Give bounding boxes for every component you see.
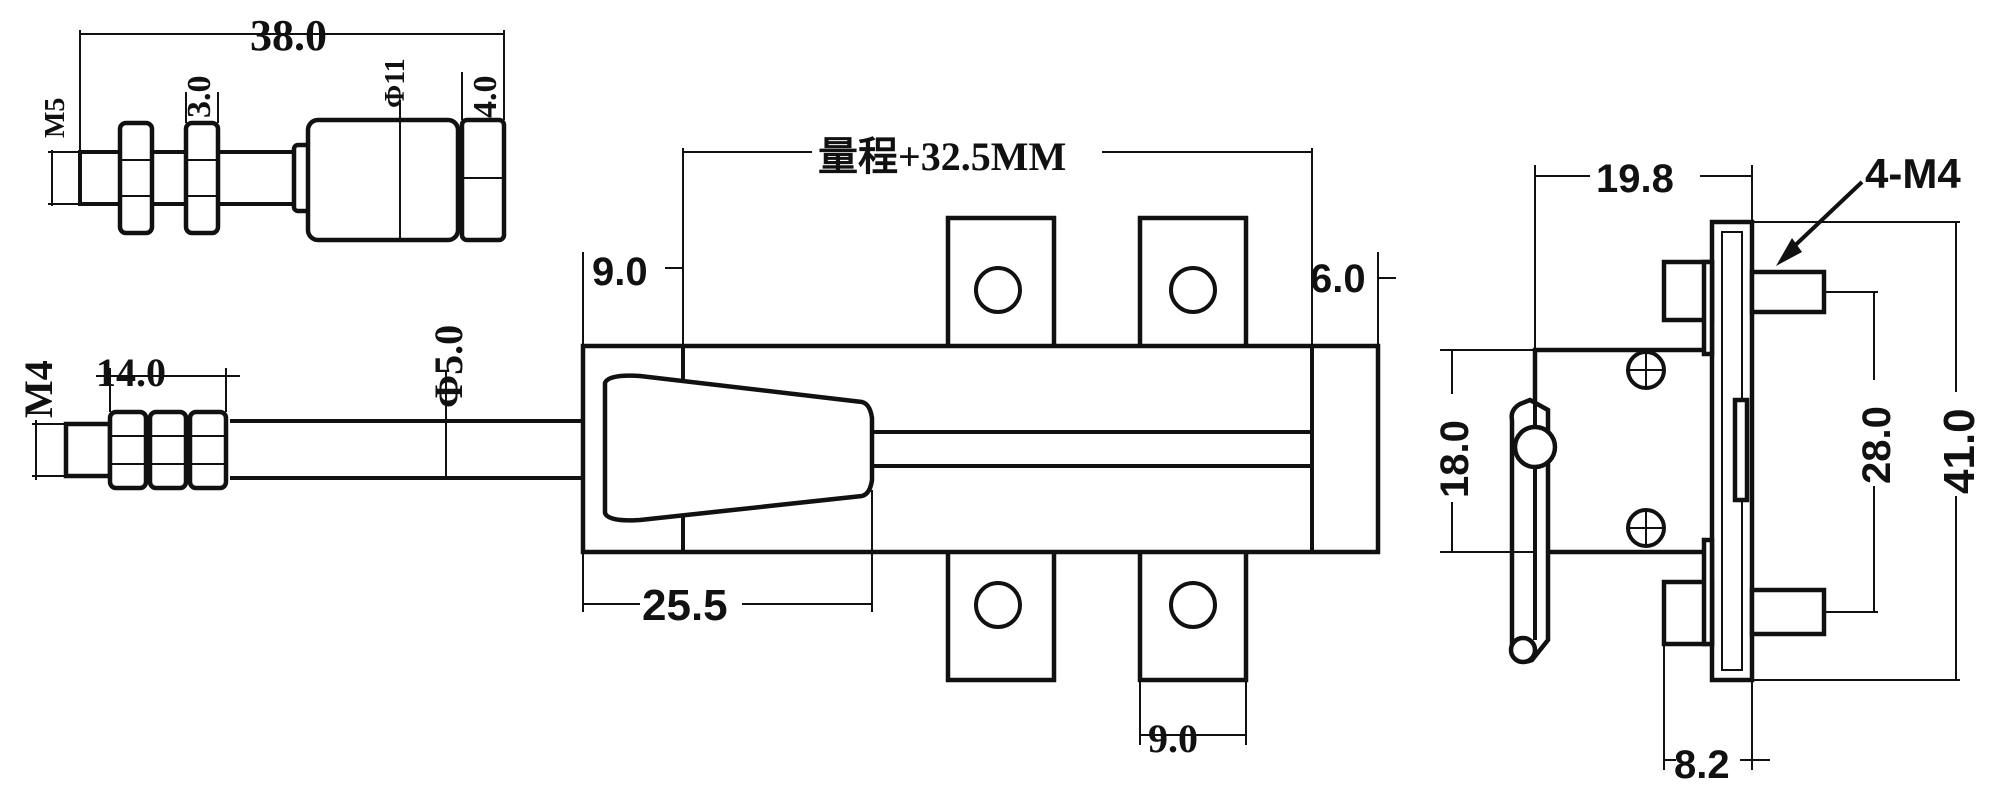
dim-phi5-label: Φ5.0 — [426, 325, 471, 408]
arrow-head — [1776, 238, 1802, 266]
dim-4-m4-label: 4-M4 — [1865, 150, 1961, 197]
dim-41-label: 41.0 — [1935, 408, 1984, 494]
rod-end-side-view: 38.0 3.0 4.0 Φ11 M5 — [40, 11, 507, 243]
mount-hole — [1169, 266, 1217, 314]
dim-19-8-label: 19.8 — [1596, 157, 1674, 201]
dim-28-label: 28.0 — [1855, 406, 1899, 484]
rod-thread — [63, 421, 113, 479]
mount-tab-bottom-left — [945, 537, 1057, 683]
mount-tab-top-right — [1137, 215, 1249, 351]
range-label: 量程+32.5MM — [818, 134, 1066, 179]
dim-38-label: 38.0 — [250, 11, 327, 60]
dim-9-bottom-label: 9.0 — [1148, 716, 1198, 761]
slider — [602, 373, 875, 523]
mount-hole — [1169, 581, 1217, 629]
dim-18-label: 18.0 — [1433, 420, 1477, 498]
dim-m5-label: M5 — [40, 98, 71, 138]
mount-tab-top-left — [945, 215, 1057, 351]
rod-nut-2 — [147, 409, 189, 491]
dim-3-label: 3.0 — [181, 76, 218, 119]
hex-end — [459, 117, 507, 243]
dim-4-label: 4.0 — [467, 76, 504, 119]
dim-m4-label: M4 — [16, 360, 61, 418]
mount-tab-bottom-right — [1137, 537, 1249, 683]
dim-25-5-label: 25.5 — [642, 581, 728, 630]
dim-phi11-label: Φ11 — [380, 58, 411, 108]
end-body — [1532, 347, 1738, 555]
rod-nut-1 — [107, 409, 149, 491]
dim-6-label: 6.0 — [1310, 257, 1366, 301]
nut-2 — [183, 120, 221, 236]
stud-bottom-outer — [1749, 587, 1827, 637]
dim-8-2-label: 8.2 — [1674, 743, 1730, 787]
sensor-end-view: 19.8 4-M4 18.0 28.0 41.0 8.2 — [1433, 150, 1984, 787]
stud-top-outer — [1749, 269, 1827, 315]
sensor-front-view: 量程+32.5MM 9.0 6.0 Φ5.0 14.0 M4 25.5 9.0 — [16, 134, 1396, 761]
dim-9-left-label: 9.0 — [592, 250, 648, 294]
nut-1 — [117, 120, 155, 236]
rod-nut-3 — [187, 409, 229, 491]
cylinder-body — [305, 117, 461, 243]
mount-hole — [974, 581, 1022, 629]
mount-hole — [974, 266, 1022, 314]
dim-14-label: 14.0 — [96, 350, 166, 395]
